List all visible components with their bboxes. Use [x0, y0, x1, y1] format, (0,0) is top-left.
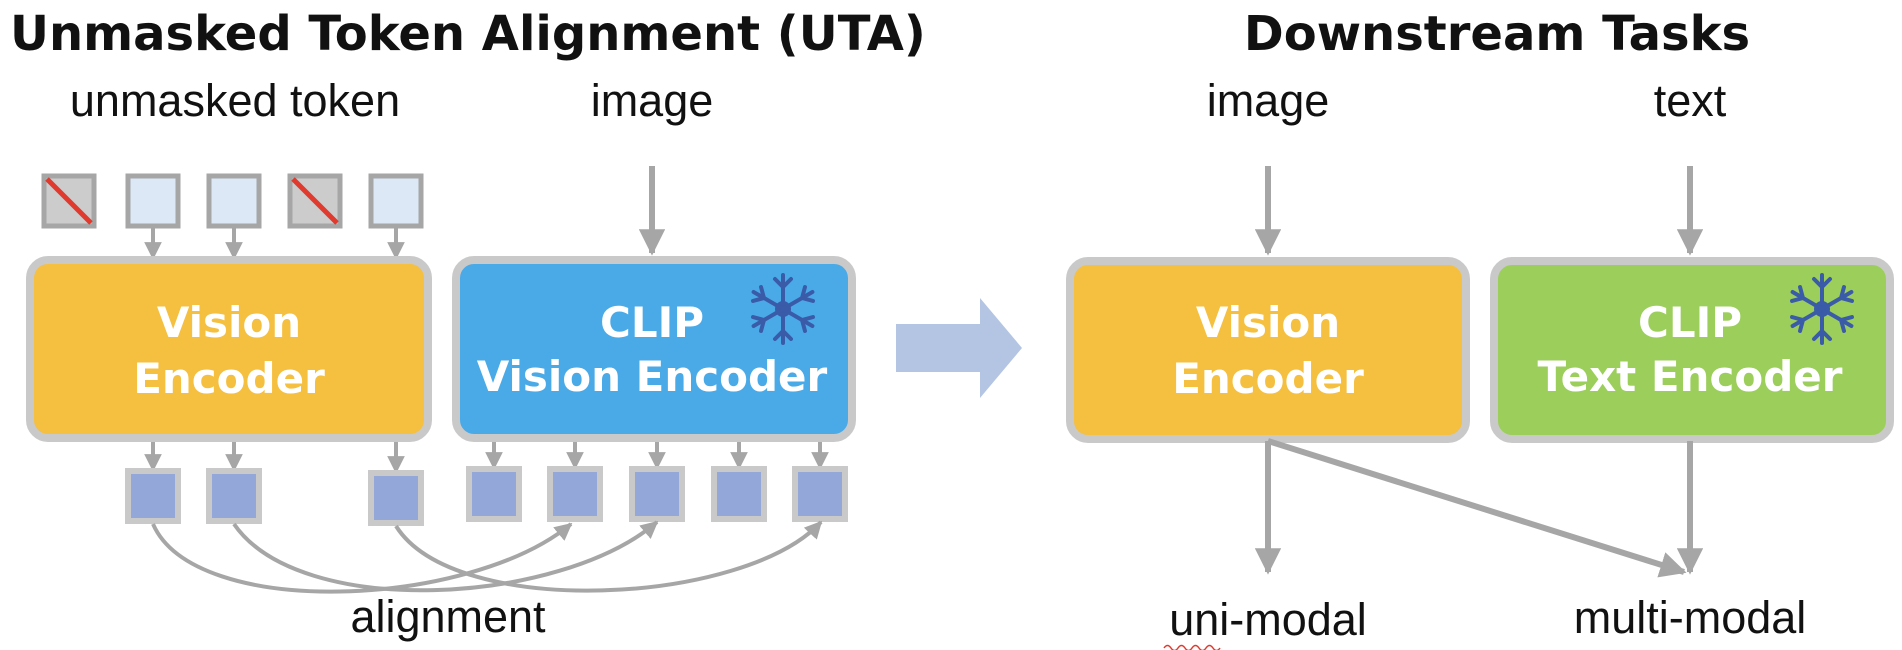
alignment-curve — [232, 520, 659, 593]
unmasked-token-label: unmasked token — [70, 75, 400, 126]
output-token — [125, 468, 181, 524]
alignment-curve — [394, 520, 823, 593]
downstream-vision-encoder-box: Vision Encoder — [1066, 257, 1470, 443]
clip-output-token — [711, 466, 767, 522]
transition-arrow-icon — [896, 298, 1022, 398]
clip-output-token — [629, 466, 685, 522]
downstream-vision-encoder-line2: Encoder — [1172, 354, 1364, 403]
clip-vision-encoder-line1: CLIP — [600, 298, 704, 347]
multi-modal-label: multi-modal — [1574, 592, 1807, 643]
input-token-unmasked — [368, 173, 424, 229]
clip-output-token — [466, 466, 522, 522]
clip-text-encoder-line2: Text Encoder — [1538, 352, 1843, 401]
left-panel-title: Unmasked Token Alignment (UTA) — [10, 6, 926, 62]
clip-output-token — [792, 466, 848, 522]
image-label-left: image — [591, 75, 714, 126]
right-panel-title: Downstream Tasks — [1244, 6, 1750, 62]
alignment-label: alignment — [350, 591, 546, 642]
output-token — [368, 470, 424, 526]
clip-text-encoder-box: CLIP Text Encoder — [1490, 257, 1894, 443]
output-token — [206, 468, 262, 524]
uni-modal-label: uni-modal — [1169, 594, 1367, 645]
mask-slash — [45, 177, 93, 225]
vision-encoder-line2: Encoder — [133, 354, 325, 403]
clip-text-encoder-line1: CLIP — [1638, 298, 1742, 347]
clip-vision-encoder-box: CLIP Vision Encoder — [452, 256, 856, 442]
alignment-curve — [151, 522, 573, 594]
text-label-right: text — [1654, 75, 1727, 126]
clip-vision-encoder-line2: Vision Encoder — [477, 352, 828, 401]
input-token-unmasked — [125, 173, 181, 229]
mask-slash — [291, 177, 339, 225]
downstream-vision-encoder-line1: Vision — [1196, 298, 1340, 347]
input-token-unmasked — [206, 173, 262, 229]
input-token-masked — [287, 173, 343, 229]
vision-encoder-line1: Vision — [157, 298, 301, 347]
output-token-row — [125, 466, 848, 526]
input-token-masked — [41, 173, 97, 229]
vision-to-multimodal-arrow — [1267, 438, 1687, 578]
input-token-row — [41, 173, 424, 229]
vision-encoder-box: Vision Encoder — [26, 256, 432, 442]
image-label-right: image — [1207, 75, 1330, 126]
spellcheck-underline — [1163, 644, 1221, 650]
clip-output-token — [547, 466, 603, 522]
